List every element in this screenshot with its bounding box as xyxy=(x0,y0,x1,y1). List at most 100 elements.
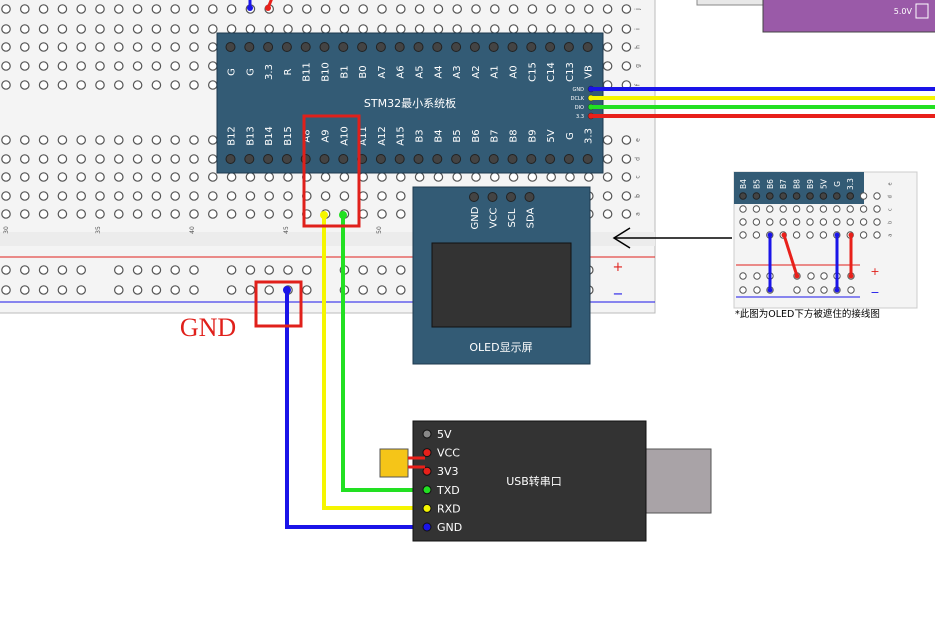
inset-hole xyxy=(873,231,881,239)
wire-gnd xyxy=(285,290,425,529)
wire-gnd-end xyxy=(283,286,291,294)
breadboard-hole xyxy=(38,80,49,90)
stm32-top-pin xyxy=(432,42,443,52)
inset-row-letter: b xyxy=(888,221,894,224)
stm32-top-pin xyxy=(526,42,537,52)
stm32-bottom-pin xyxy=(375,154,386,164)
breadboard-hole xyxy=(114,209,124,219)
oled-pin-label: SDA xyxy=(526,207,537,228)
stm32-top-pin-label: B0 xyxy=(358,65,369,78)
breadboard-hole xyxy=(245,172,256,182)
rail-hole xyxy=(132,285,143,295)
breadboard-hole xyxy=(602,24,613,34)
rail-hole xyxy=(395,285,406,295)
inset-row-letter: e xyxy=(888,182,894,185)
breadboard-hole xyxy=(208,209,218,219)
breadboard-hole xyxy=(19,154,30,164)
inset-hole xyxy=(779,218,787,226)
breadboard-hole xyxy=(377,24,387,34)
arrow-head xyxy=(612,227,631,249)
stm32-bottom-pin-label: B6 xyxy=(471,129,482,142)
inset-pin xyxy=(819,192,828,200)
breadboard-hole xyxy=(395,191,406,201)
stm32-side-pin-label: DCLK xyxy=(571,96,585,102)
inset-hole xyxy=(752,218,761,226)
breadboard-hole xyxy=(489,172,500,182)
stm32-top-pin xyxy=(319,42,330,52)
breadboard-hole xyxy=(57,191,68,201)
breadboard-row-letter: c xyxy=(635,175,642,178)
rail-hole xyxy=(38,285,49,295)
wire-a10-end xyxy=(339,211,347,219)
inset-hole xyxy=(752,231,761,239)
stm32-top-pin xyxy=(225,42,236,52)
breadboard-hole xyxy=(602,172,613,182)
breadboard-hole xyxy=(114,4,124,14)
breadboard-hole xyxy=(471,24,481,34)
breadboard-column-number: 30 xyxy=(3,226,10,234)
breadboard-hole xyxy=(132,24,143,34)
stm32-top-pin xyxy=(545,42,556,52)
stm32-top-pin xyxy=(451,42,462,52)
stm32-top-pin xyxy=(357,42,368,52)
stm32-bottom-pin-label: 5V xyxy=(546,129,557,142)
rail-hole xyxy=(395,265,406,275)
breadboard-hole xyxy=(208,154,218,164)
stm32-top-pin xyxy=(413,42,424,52)
stm32-top-pin xyxy=(338,42,349,52)
stm32-top-pin xyxy=(263,42,274,52)
breadboard-hole xyxy=(208,80,218,90)
stm32-bottom-pin xyxy=(413,154,424,164)
inset-caption: *此图为OLED下方被遮住的接线图 xyxy=(735,308,880,320)
breadboard-hole xyxy=(1,61,11,71)
breadboard-hole xyxy=(283,209,293,219)
rail-plus-sign: + xyxy=(613,260,624,275)
inset-hole xyxy=(859,218,868,226)
rail-hole xyxy=(114,265,124,275)
breadboard-hole xyxy=(339,172,350,182)
breadboard-hole xyxy=(208,4,218,14)
breadboard-hole xyxy=(283,24,293,34)
inset-pin-label: B8 xyxy=(793,179,802,189)
usb-pin xyxy=(422,429,432,439)
breadboard-hole xyxy=(602,61,613,71)
breadboard-row-letter: h xyxy=(635,45,642,49)
breadboard-hole xyxy=(114,42,124,52)
breadboard-row-letter: a xyxy=(635,212,642,216)
breadboard-hole xyxy=(1,42,11,52)
stm32-bottom-pin xyxy=(545,154,556,164)
stm32-top-pin-label: C13 xyxy=(565,62,576,82)
breadboard-hole xyxy=(114,191,124,201)
rail-hole xyxy=(245,265,256,275)
stm32-side-pin-label: 3.3 xyxy=(576,114,584,120)
rail-hole xyxy=(1,265,11,275)
breadboard-hole xyxy=(1,135,11,145)
breadboard-hole xyxy=(95,80,105,90)
breadboard-hole xyxy=(95,209,105,219)
breadboard-hole xyxy=(76,80,86,90)
inset-rail-hole xyxy=(753,272,761,280)
breadboard-hole xyxy=(489,4,500,14)
inset-hole xyxy=(859,205,868,213)
stm32-bottom-pin xyxy=(488,154,499,164)
breadboard-hole xyxy=(151,24,162,34)
breadboard-hole xyxy=(38,24,49,34)
breadboard-hole xyxy=(226,4,237,14)
stm32-bottom-pin-label: A9 xyxy=(321,129,332,142)
breadboard-hole xyxy=(38,61,49,71)
breadboard-hole xyxy=(151,209,162,219)
rail-hole xyxy=(245,285,256,295)
wire-a9-rxd xyxy=(322,215,425,510)
breadboard-hole xyxy=(1,191,11,201)
breadboard-hole xyxy=(132,61,143,71)
stm32-bottom-pin xyxy=(451,154,462,164)
side-header-wires xyxy=(590,87,935,118)
stm32-bottom-pin-label: 3.3 xyxy=(584,128,595,144)
breadboard-hole xyxy=(377,209,387,219)
breadboard-hole xyxy=(170,61,180,71)
stm32-top-pin-label: R xyxy=(283,68,294,75)
breadboard-hole xyxy=(151,191,162,201)
